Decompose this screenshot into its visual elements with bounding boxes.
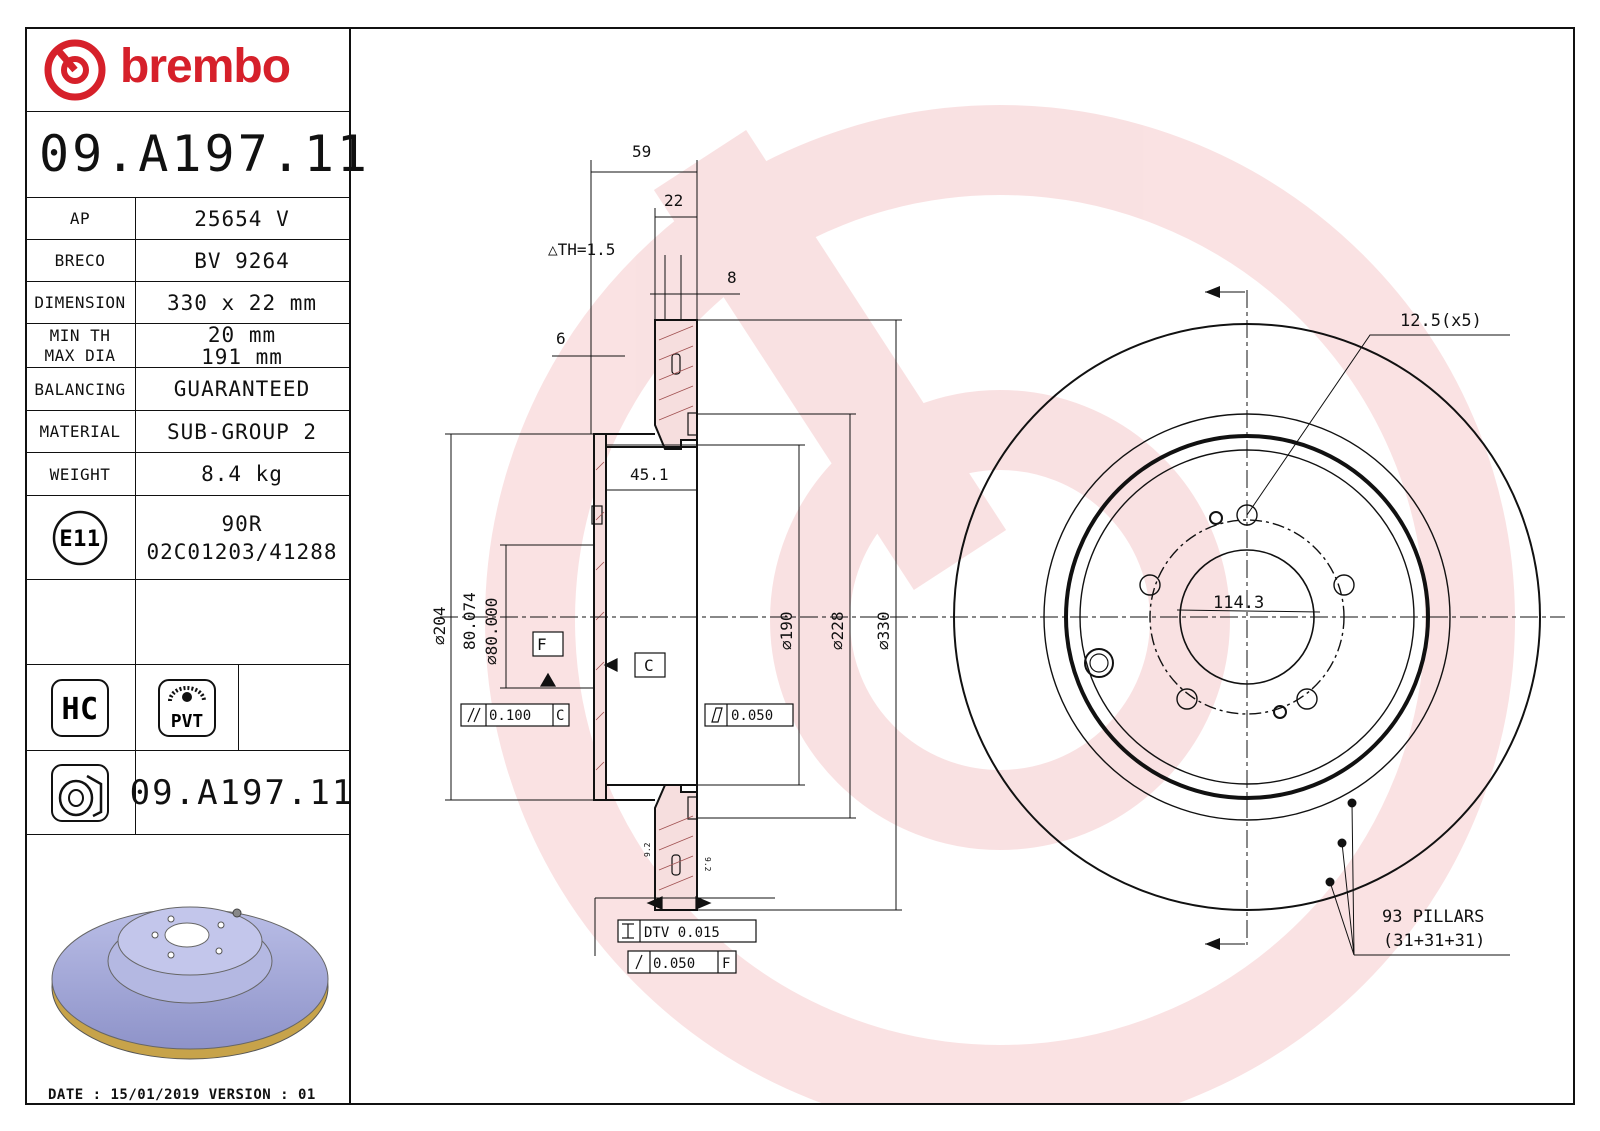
spec-value: 8.4 kg (201, 462, 283, 486)
dim-45: 45.1 (630, 465, 669, 484)
part-number: 09.A197.11 (25, 111, 367, 198)
hc-badge-text: HC (61, 692, 98, 727)
footer-part-number: 09.A197.11 (129, 772, 355, 813)
front-view-labels: 12.5(x5) 114.3 93 PILLARS (31+31+31) (1213, 311, 1485, 951)
part-row: 09.A197.11 (25, 751, 355, 835)
approval-mark: E11 (59, 527, 100, 552)
e11-approval-icon: E11 (52, 510, 108, 565)
dim-small-left: 9.2 (643, 842, 652, 857)
spec-row-material: MATERIAL SUB-GROUP 2 (25, 411, 349, 453)
runout-tolerance: 0.050 (653, 956, 695, 972)
dim-228: ⌀228 (828, 611, 847, 650)
datum-c: C (644, 656, 654, 675)
spec-row-min-max: MIN TH MAX DIA 20 mm 191 mm (25, 324, 349, 368)
spec-label: AP (25, 198, 136, 239)
date-version: DATE : 15/01/2019 VERSION : 01 (48, 1087, 316, 1103)
tolerance-frames (460, 631, 794, 974)
pillars-grouping-label: (31+31+31) (1383, 931, 1485, 951)
spec-value: SUB-GROUP 2 (166, 419, 318, 444)
dim-204: ⌀204 (430, 606, 449, 645)
spec-value-max-dia: 191 mm (201, 344, 283, 369)
title-block: brembo 09.A197.11 AP 25654 V BRECO BV 92… (25, 27, 367, 1105)
dim-190: ⌀190 (777, 611, 796, 650)
technical-drawing: 59 22 △TH=1.5 8 6 45.1 F C 0.100 C 0.050… (430, 105, 1565, 1103)
spec-value: GUARANTEED (173, 377, 311, 401)
spec-value: 25654 V (194, 206, 290, 231)
spec-label-min-th: MIN TH (49, 325, 111, 345)
dim-small-right: 9.2 (703, 857, 712, 872)
spec-row-dimension: DIMENSION 330 x 22 mm (25, 282, 349, 324)
spec-label-max-dia: MAX DIA (44, 345, 116, 365)
spec-value-min-th: 20 mm (207, 322, 277, 347)
dim-59: 59 (632, 142, 651, 161)
section-view (440, 160, 1565, 956)
datum-f: F (537, 635, 547, 654)
dim-22: 22 (664, 191, 683, 210)
dim-th: △TH=1.5 (548, 240, 615, 259)
tolerance-symbols (467, 707, 723, 970)
brembo-watermark (485, 105, 1515, 1103)
approval-row: E11 90R 02C01203/41288 (25, 496, 349, 580)
bolt-holes-label: 12.5(x5) (1400, 311, 1482, 331)
pvt-badge-text: PVT (170, 711, 203, 732)
hc-badge-icon: HC (51, 678, 109, 737)
spec-row-balancing: BALANCING GUARANTEED (25, 368, 349, 411)
dtv-tolerance: DTV 0.015 (644, 925, 720, 941)
pcd-label: 114.3 (1213, 593, 1264, 613)
spec-value: BV 9264 (194, 248, 290, 273)
spec-label: BALANCING (25, 368, 136, 410)
spec-value: 330 x 22 mm (166, 290, 318, 315)
approval-line2: 02C01203/41288 (146, 539, 338, 564)
pillars-label: 93 PILLARS (1382, 907, 1484, 927)
disc-3d-render (51, 906, 329, 1060)
drawing-frame (25, 27, 1575, 1105)
dim-330: ⌀330 (874, 611, 893, 650)
spec-row-ap: AP 25654 V (25, 198, 349, 240)
section-dimension-labels: 59 22 △TH=1.5 8 6 45.1 F C 0.100 C 0.050… (430, 142, 893, 972)
disc-section-icon (51, 763, 109, 822)
spec-row-breco: BRECO BV 9264 (25, 240, 349, 282)
brand-name: brembo (120, 40, 291, 93)
spec-label: MATERIAL (25, 411, 136, 452)
approval-line1: 90R (221, 511, 263, 536)
front-view (953, 286, 1541, 956)
parallel-reference: C (556, 708, 564, 724)
dim-bore-upper: 80.074 (460, 592, 479, 650)
runout-reference: F (722, 956, 730, 972)
spec-label: BRECO (25, 240, 136, 281)
spec-row-weight: WEIGHT 8.4 kg (25, 453, 349, 496)
blank-row (25, 580, 349, 665)
brand-logo: brembo (25, 27, 349, 112)
badge-row: HC PVT (25, 665, 349, 751)
pvt-badge-icon: PVT (157, 678, 216, 737)
parallel-tolerance: 0.100 (489, 708, 531, 724)
dim-8: 8 (727, 268, 737, 287)
brembo-emblem-icon (44, 39, 106, 101)
spec-label: WEIGHT (25, 453, 136, 495)
dim-6: 6 (556, 329, 566, 348)
flatness-tolerance: 0.050 (731, 708, 773, 724)
spec-label: DIMENSION (25, 282, 136, 323)
dim-bore-lower: ⌀80.000 (482, 598, 501, 665)
